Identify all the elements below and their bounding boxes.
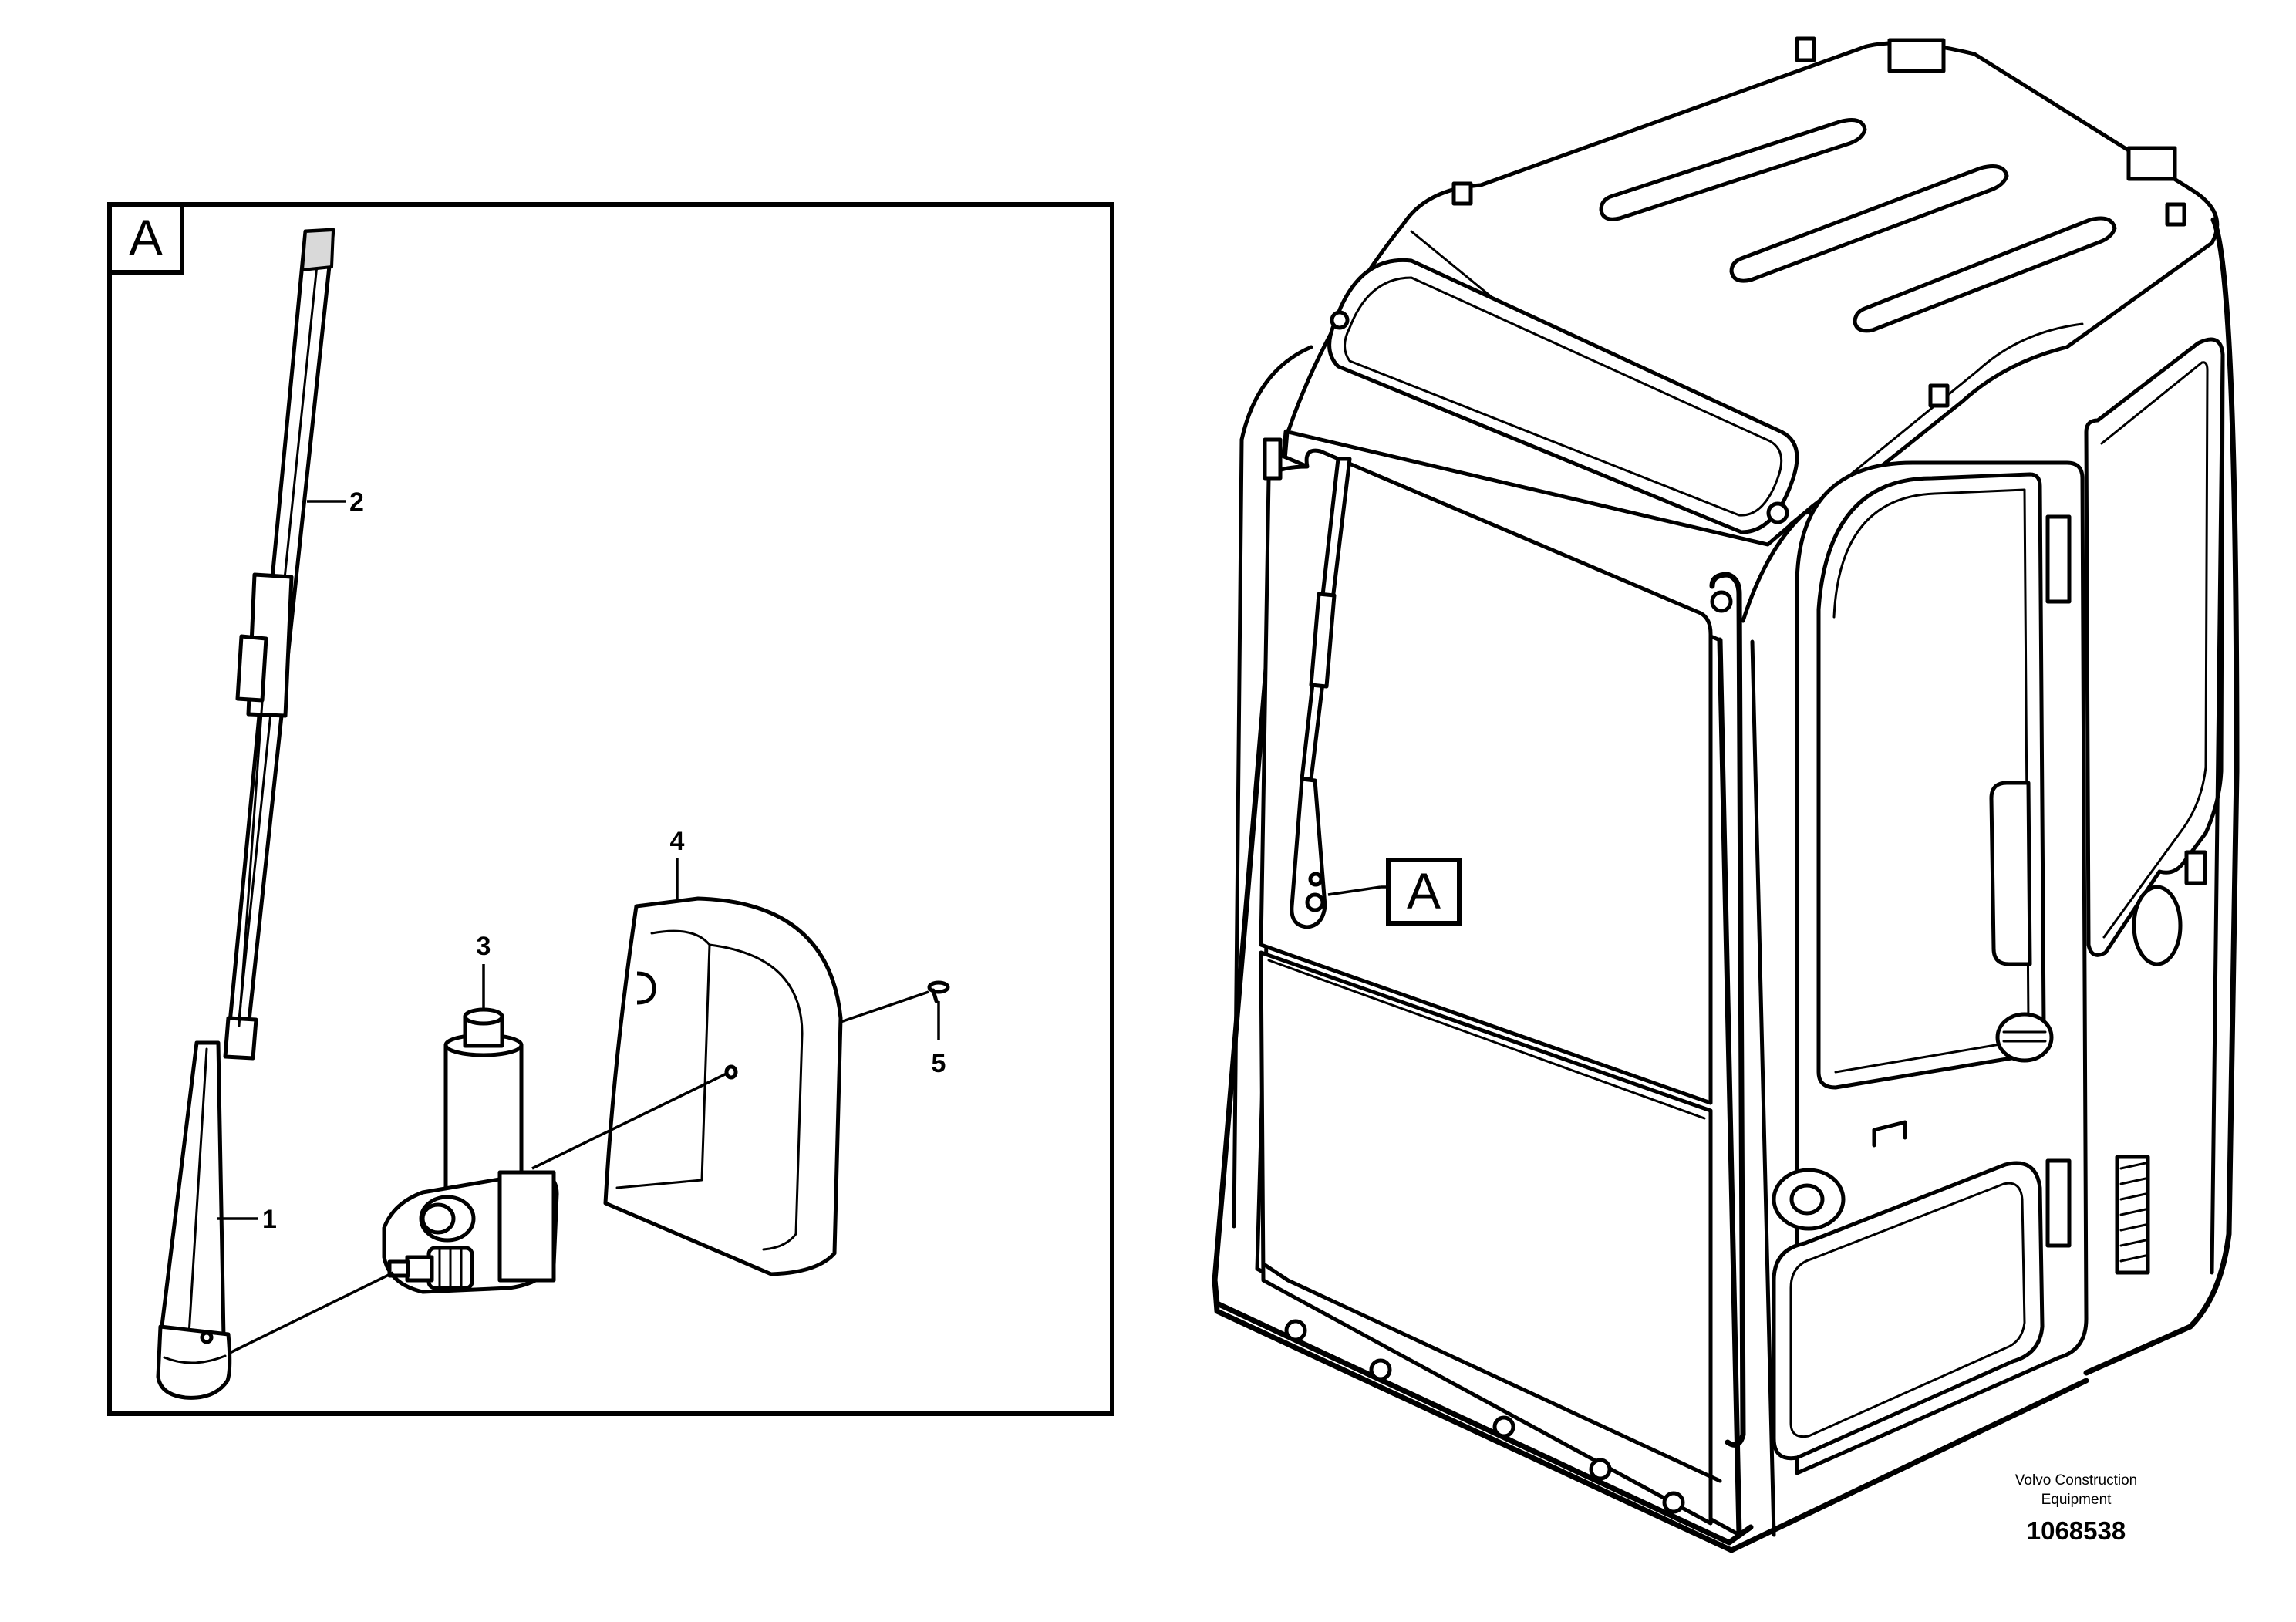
detail-label-box bbox=[107, 202, 184, 275]
svg-text:1: 1 bbox=[262, 1205, 277, 1234]
wiper-blade bbox=[223, 228, 335, 1061]
company-name-line2: Equipment bbox=[2041, 1492, 2112, 1508]
svg-text:4: 4 bbox=[670, 827, 685, 856]
detail-marker-a: A bbox=[1327, 858, 1462, 926]
callout-3: 3 bbox=[477, 932, 491, 1010]
company-name-line1: Volvo Construction bbox=[2015, 1472, 2137, 1489]
detail-view-a: A bbox=[107, 202, 1114, 1416]
screw bbox=[927, 980, 950, 1003]
title-block: Volvo Construction Equipment 1068538 bbox=[2015, 1472, 2137, 1545]
svg-text:2: 2 bbox=[349, 487, 364, 517]
detail-label: A bbox=[129, 209, 163, 266]
wiper-motor bbox=[382, 1007, 559, 1294]
side-vent bbox=[2115, 1155, 2150, 1275]
detail-frame bbox=[107, 202, 1114, 1416]
callout-4: 4 bbox=[670, 827, 685, 901]
callout-1: 1 bbox=[217, 1205, 277, 1234]
motor-cover bbox=[603, 896, 843, 1276]
cab-overview: A bbox=[1212, 36, 2240, 1553]
svg-text:3: 3 bbox=[477, 932, 491, 961]
svg-text:A: A bbox=[1407, 862, 1441, 919]
drawing-number: 1068538 bbox=[2027, 1516, 2126, 1545]
detail-marker-box bbox=[1386, 858, 1462, 926]
svg-text:5: 5 bbox=[932, 1049, 946, 1078]
callout-2: 2 bbox=[307, 487, 364, 517]
callout-5: 5 bbox=[932, 1001, 946, 1078]
wiper-arm bbox=[156, 1040, 232, 1400]
